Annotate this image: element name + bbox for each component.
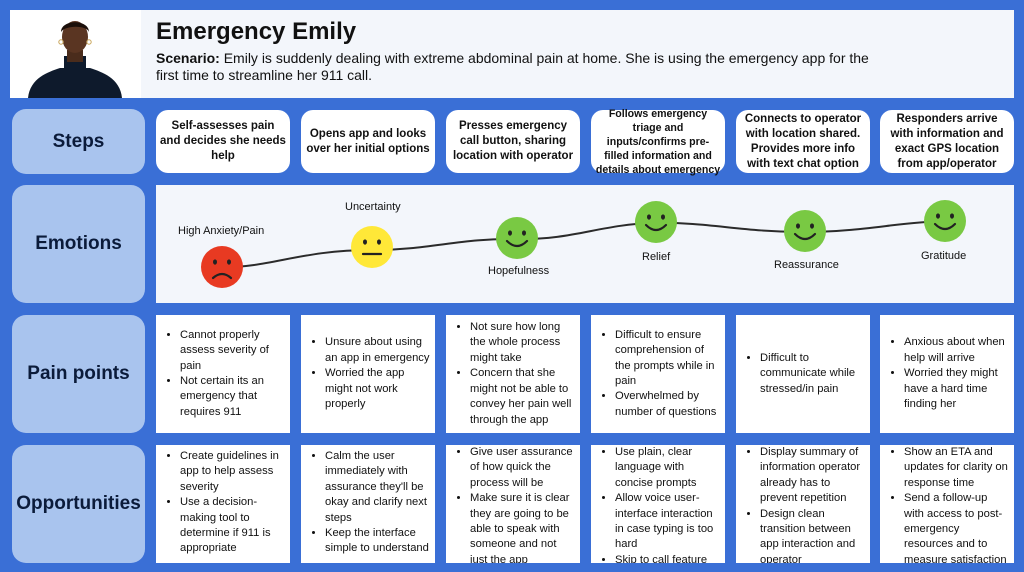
- persona-avatar-illustration: [10, 10, 141, 98]
- list-item: Send a follow-up with access to post-eme…: [904, 491, 1010, 563]
- opportunities-cell: Create guidelines in app to help assess …: [156, 445, 290, 563]
- persona-header: Emergency Emily Scenario: Emily is sudde…: [10, 10, 1014, 98]
- emotion-label: Relief: [642, 251, 671, 263]
- opportunities-list: Display summary of information operator …: [742, 445, 866, 563]
- list-item: Worried they might have a hard time find…: [904, 366, 1010, 412]
- opportunities-list: Give user assurance of how quick the pro…: [452, 445, 576, 563]
- pain-points-list: Cannot properly assess severity of painN…: [162, 328, 286, 420]
- list-item: Unsure about using an app in emergency: [325, 335, 431, 366]
- list-item: Create guidelines in app to help assess …: [180, 449, 286, 495]
- pain-points-cell: Unsure about using an app in emergencyWo…: [301, 315, 435, 433]
- list-item: Calm the user immediately with assurance…: [325, 449, 431, 526]
- opportunities-list: Use plain, clear language with concise p…: [597, 445, 721, 563]
- scenario-text: Scenario: Emily is suddenly dealing with…: [156, 50, 886, 84]
- list-item: Show an ETA and updates for clarity on r…: [904, 445, 1010, 491]
- step-card: Follows emergency triage and inputs/conf…: [591, 108, 725, 176]
- list-item: Use a decision-making tool to determine …: [180, 495, 286, 557]
- list-item: Difficult to communicate while stressed/…: [760, 351, 866, 397]
- row-label-opportunities: Opportunities: [12, 445, 145, 563]
- list-item: Display summary of information operator …: [760, 445, 866, 507]
- list-item: Give user assurance of how quick the pro…: [470, 445, 576, 491]
- emotion-face-icon-happy: [784, 210, 826, 252]
- list-item: Keep the interface simple to understand: [325, 526, 431, 557]
- opportunities-cell: Calm the user immediately with assurance…: [301, 445, 435, 563]
- emotion-face-icon-neutral: [351, 226, 393, 268]
- step-card: Responders arrive with information and e…: [880, 110, 1014, 173]
- scenario-label: Scenario:: [156, 50, 220, 66]
- list-item: Anxious about when help will arrive: [904, 335, 1010, 366]
- emotion-face-icon-happy: [924, 200, 966, 242]
- emotion-label: Hopefulness: [488, 265, 550, 277]
- list-item: Overwhelmed by number of questions: [615, 389, 721, 420]
- emotion-face-icon-happy: [496, 217, 538, 259]
- list-item: Skip to call feature: [615, 553, 721, 563]
- emotions-panel: [156, 185, 1014, 303]
- step-card: Self-assesses pain and decides she needs…: [156, 110, 290, 173]
- step-card: Opens app and looks over her initial opt…: [301, 110, 435, 173]
- pain-points-list: Anxious about when help will arriveWorri…: [886, 335, 1010, 412]
- list-item: Difficult to ensure comprehension of the…: [615, 328, 721, 390]
- pain-points-cell: Difficult to communicate while stressed/…: [736, 315, 870, 433]
- scenario-description: Emily is suddenly dealing with extreme a…: [156, 50, 869, 83]
- opportunities-list: Create guidelines in app to help assess …: [162, 449, 286, 557]
- persona-name: Emergency Emily: [156, 18, 357, 45]
- emotion-label: High Anxiety/Pain: [178, 225, 265, 237]
- emotion-label: Reassurance: [774, 259, 839, 271]
- opportunities-list: Show an ETA and updates for clarity on r…: [886, 445, 1010, 563]
- emotion-face-icon-happy: [635, 201, 677, 243]
- emotion-face-icon-sad: [201, 246, 243, 288]
- pain-points-list: Difficult to communicate while stressed/…: [742, 351, 866, 397]
- opportunities-cell: Display summary of information operator …: [736, 445, 870, 563]
- opportunities-list: Calm the user immediately with assurance…: [307, 449, 431, 557]
- pain-points-list: Not sure how long the whole process migh…: [452, 320, 576, 428]
- emotion-label: Uncertainty: [345, 201, 401, 213]
- opportunities-cell: Use plain, clear language with concise p…: [591, 445, 725, 563]
- pain-points-cell: Cannot properly assess severity of painN…: [156, 315, 290, 433]
- row-label-emotions: Emotions: [12, 185, 145, 303]
- list-item: Make sure it is clear they are going to …: [470, 491, 576, 563]
- opportunities-cell: Give user assurance of how quick the pro…: [446, 445, 580, 563]
- pain-points-list: Difficult to ensure comprehension of the…: [597, 328, 721, 420]
- opportunities-cell: Show an ETA and updates for clarity on r…: [880, 445, 1014, 563]
- list-item: Allow voice user-interface interaction i…: [615, 491, 721, 553]
- list-item: Use plain, clear language with concise p…: [615, 445, 721, 491]
- row-label-pain-points: Pain points: [12, 315, 145, 433]
- list-item: Not sure how long the whole process migh…: [470, 320, 576, 366]
- step-card: Presses emergency call button, sharing l…: [446, 110, 580, 173]
- emotion-label: Gratitude: [921, 250, 967, 262]
- persona-photo: [10, 10, 141, 98]
- list-item: Cannot properly assess severity of pain: [180, 328, 286, 374]
- row-label-steps: Steps: [12, 109, 145, 174]
- pain-points-list: Unsure about using an app in emergencyWo…: [307, 335, 431, 412]
- list-item: Not certain its an emergency that requir…: [180, 374, 286, 420]
- step-card: Connects to operator with location share…: [736, 110, 870, 173]
- list-item: Design clean transition between app inte…: [760, 507, 866, 563]
- list-item: Worried the app might not work properly: [325, 366, 431, 412]
- pain-points-cell: Anxious about when help will arriveWorri…: [880, 315, 1014, 433]
- list-item: Concern that she might not be able to co…: [470, 366, 576, 428]
- pain-points-cell: Difficult to ensure comprehension of the…: [591, 315, 725, 433]
- pain-points-cell: Not sure how long the whole process migh…: [446, 315, 580, 433]
